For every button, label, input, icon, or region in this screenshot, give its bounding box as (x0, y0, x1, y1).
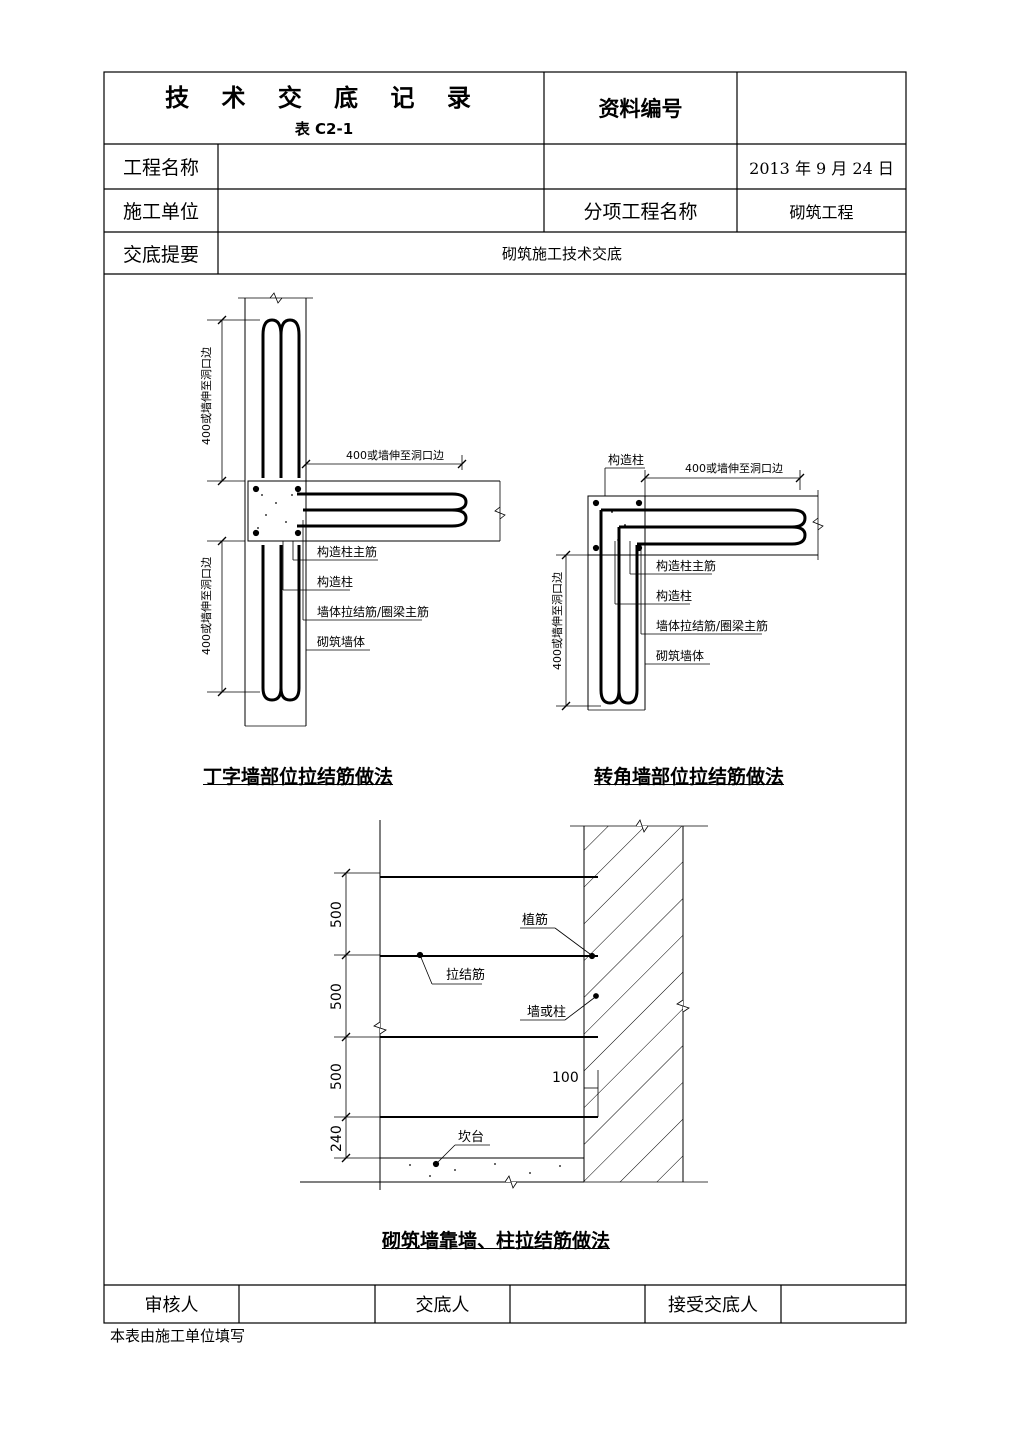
form-title-text: 技 术 交 底 记 录 (165, 83, 483, 112)
corner-wall-diagram (556, 467, 824, 711)
project-name-label: 工程名称 (104, 144, 218, 189)
dim-100: 100 (552, 1070, 579, 1086)
corner-wall-caption: 转角墙部位拉结筋做法 (594, 766, 785, 788)
discloser-field[interactable] (510, 1285, 645, 1323)
project-name-label-text: 工程名称 (122, 157, 199, 179)
t-wall-label-wall: 砌筑墙体 (317, 634, 365, 649)
receiver-field[interactable] (781, 1285, 906, 1323)
corner-dim-right: 400或墙伸至洞口边 (685, 461, 783, 475)
dim-500-3: 500 (329, 1063, 345, 1090)
contractor-label-text: 施工单位 (122, 201, 199, 223)
t-wall-label-main-bar: 构造柱主筋 (317, 544, 377, 559)
discloser-label-text: 交底人 (415, 1295, 470, 1316)
label-wall-column: 墙或柱 (527, 1005, 566, 1020)
t-wall-caption: 丁字墙部位拉结筋做法 (203, 766, 394, 788)
date-field[interactable]: 2013 年 9 月 24 日 (737, 144, 906, 189)
summary-label-text: 交底提要 (122, 243, 199, 266)
doc-number-label: 资料编号 (544, 72, 737, 144)
corner-label-column-top: 构造柱 (608, 452, 644, 467)
form-number: 表 C2-1 (104, 114, 544, 142)
subitem-label: 分项工程名称 (544, 189, 737, 232)
summary-field[interactable]: 砌筑施工技术交底 (218, 232, 906, 274)
reviewer-label: 审核人 (104, 1285, 239, 1323)
concrete-stipple (257, 494, 293, 529)
corner-label-column: 构造柱 (656, 588, 692, 603)
doc-number-label-text: 资料编号 (598, 97, 683, 121)
dim-500-1: 500 (329, 901, 345, 928)
t-wall-dim-bottom: 400或墙伸至洞口边 (199, 557, 213, 655)
receiver-label-text: 接受交底人 (668, 1295, 758, 1316)
form-note: 本表由施工单位填写 (110, 1327, 246, 1345)
label-planted-bar: 植筋 (522, 912, 548, 928)
reviewer-field[interactable] (239, 1285, 375, 1323)
subitem-field[interactable]: 砌筑工程 (737, 189, 906, 232)
t-wall-dim-top: 400或墙伸至洞口边 (199, 347, 213, 445)
wall-column-diagram (300, 819, 708, 1190)
form-title: 技 术 交 底 记 录 (104, 76, 544, 114)
corner-label-tie-bar: 墙体拉结筋/圈梁主筋 (656, 618, 768, 633)
corner-dim-left: 400或墙伸至洞口边 (550, 572, 564, 670)
t-wall-dim-right: 400或墙伸至洞口边 (346, 448, 444, 462)
t-wall-label-tie-bar: 墙体拉结筋/圈梁主筋 (317, 604, 429, 619)
dim-500-2: 500 (329, 983, 345, 1010)
t-wall-diagram (207, 292, 506, 727)
form-number-text: 表 C2-1 (294, 119, 354, 138)
wall-column-caption: 砌筑墙靠墙、柱拉结筋做法 (382, 1230, 611, 1252)
subitem-value: 砌筑工程 (789, 202, 854, 222)
summary-label: 交底提要 (104, 232, 218, 274)
discloser-label: 交底人 (375, 1285, 510, 1323)
receiver-label: 接受交底人 (645, 1285, 781, 1323)
corner-label-wall: 砌筑墙体 (656, 648, 704, 663)
corner-label-main-bar: 构造柱主筋 (656, 558, 716, 573)
reviewer-label-text: 审核人 (144, 1295, 199, 1316)
label-platform: 坎台 (458, 1130, 484, 1145)
label-tie-bar: 拉结筋 (446, 967, 485, 983)
contractor-label: 施工单位 (104, 189, 218, 232)
t-wall-label-column: 构造柱 (317, 574, 353, 589)
summary-value: 砌筑施工技术交底 (501, 244, 622, 263)
dim-240: 240 (329, 1125, 345, 1152)
subitem-label-text: 分项工程名称 (583, 201, 698, 223)
date-value: 2013 年 9 月 24 日 (749, 158, 894, 178)
